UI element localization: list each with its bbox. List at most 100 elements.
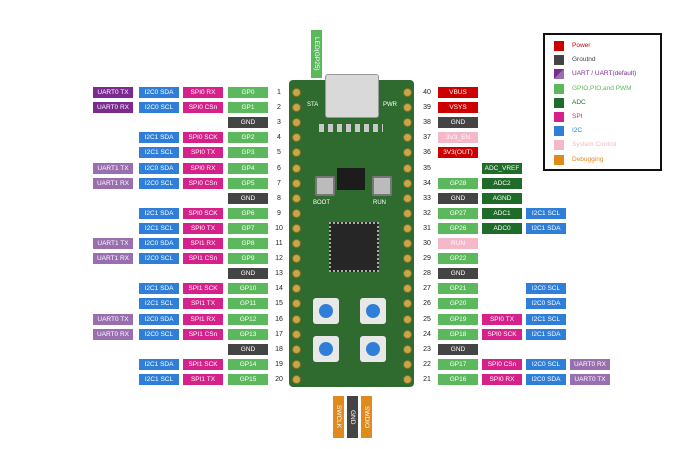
pin-label: SPI1 CSn [183,253,223,265]
pin-number: 4 [277,134,281,142]
pin-pad [403,284,412,294]
pin-number: 37 [423,134,431,142]
rp2040-chip [329,222,379,272]
pin-label: ADC1 [482,207,522,219]
pin-label: SPI0 CSn [482,358,522,370]
user-button-1[interactable] [313,298,339,324]
component-row [319,124,383,132]
legend-label: GPIO,PIO,and PWM [572,84,632,92]
pin-pad [403,223,412,233]
pin-number: 20 [275,375,283,383]
pin-label: SPI0 SCK [482,328,522,340]
legend-swatch [554,41,564,51]
pin-number: 38 [423,119,431,127]
pin-label: SPI0 SCK [183,132,223,144]
pin-pad [292,133,301,143]
legend-swatch [554,83,564,94]
pin-label: GP11 [228,298,268,310]
pin-label: I2C0 SCL [526,358,566,370]
pin-label: I2C0 SDA [139,87,179,98]
pin-label: SPI0 CSn [183,102,223,114]
pin-pad [292,269,301,279]
led-gp25-label: LED(GP25) [311,30,322,78]
pin-label: UART0 RX [93,102,133,114]
pin-label: SPI0 RX [482,373,522,385]
pin-label: GP14 [228,358,268,370]
pin-label: GP21 [438,283,478,295]
pin-label: I2C1 SDA [139,132,179,144]
pin-label: SPI1 SCK [183,358,223,370]
pin-label: GP26 [438,222,478,234]
pin-pad [292,314,301,324]
pin-label: I2C0 SDA [526,298,566,310]
pin-pad [292,178,301,188]
pin-label: I2C0 SDA [526,373,566,385]
legend-swatch [554,126,564,137]
pin-number: 31 [423,224,431,232]
pin-pad [403,269,412,279]
pico-board: STA PWR BOOT RUN [289,74,414,387]
pin-label: SPI1 SCK [183,283,223,295]
boot-button[interactable] [315,176,335,196]
pin-label: I2C1 SDA [526,328,566,340]
pin-label: SPI1 TX [183,298,223,310]
legend-swatch [554,112,564,122]
pin-number: 18 [275,345,283,353]
pin-label: GP16 [438,373,478,385]
pin-label: I2C1 SCL [139,373,179,385]
pin-label: GP9 [228,253,268,265]
pin-pad [292,193,301,203]
pin-label: UART0 RX [93,328,133,340]
pin-number: 35 [423,164,431,172]
pin-label: 3V3_EN [438,132,478,144]
legend-label: I2C [572,127,583,135]
pin-pad [403,329,412,339]
swdio-label: SWDIO [361,396,372,438]
boot-label: BOOT [313,200,331,206]
pin-number: 5 [277,149,281,157]
pin-pad [292,284,301,294]
pin-pad [292,299,301,309]
pin-pad [403,239,412,248]
pin-label: SPI0 TX [183,222,223,234]
user-button-4[interactable] [360,336,386,362]
pin-pad [403,118,412,128]
pin-label: VBUS [438,87,478,98]
pin-label: SPI0 RX [183,162,223,174]
pin-number: 8 [277,194,281,202]
pin-number: 10 [275,224,283,232]
pin-label: GND [228,268,268,280]
user-button-2[interactable] [360,298,386,324]
pin-label: GP12 [228,313,268,325]
pin-pad [292,344,301,354]
legend-label: Debugging [572,155,604,163]
pin-label: GND [228,192,268,204]
pin-number: 16 [275,315,283,323]
run-button[interactable] [372,176,392,196]
pin-label: GP7 [228,222,268,234]
pin-label: I2C1 SCL [139,222,179,234]
pin-pad [292,374,301,384]
user-button-3[interactable] [313,336,339,362]
pin-label: I2C0 SDA [139,313,179,325]
pin-label: GP5 [228,177,268,189]
pin-label: ADC0 [482,222,522,234]
pin-label: ADC2 [482,177,522,189]
pin-label: GP28 [438,177,478,189]
pin-number: 14 [275,285,283,293]
pin-pad [403,88,412,97]
pin-pad [403,359,412,369]
pin-number: 30 [423,240,431,247]
pin-label: GP22 [438,253,478,265]
pin-number: 19 [275,360,283,368]
pin-pad [403,163,412,173]
pin-label: GP10 [228,283,268,295]
pin-pad [292,254,301,264]
pin-number: 22 [423,360,431,368]
pin-label: GP2 [228,132,268,144]
pin-label: I2C1 SDA [526,222,566,234]
usb-connector [325,74,379,118]
pin-label: I2C1 SCL [526,313,566,325]
pin-label: SPI1 RX [183,238,223,249]
pin-label: GP8 [228,238,268,249]
